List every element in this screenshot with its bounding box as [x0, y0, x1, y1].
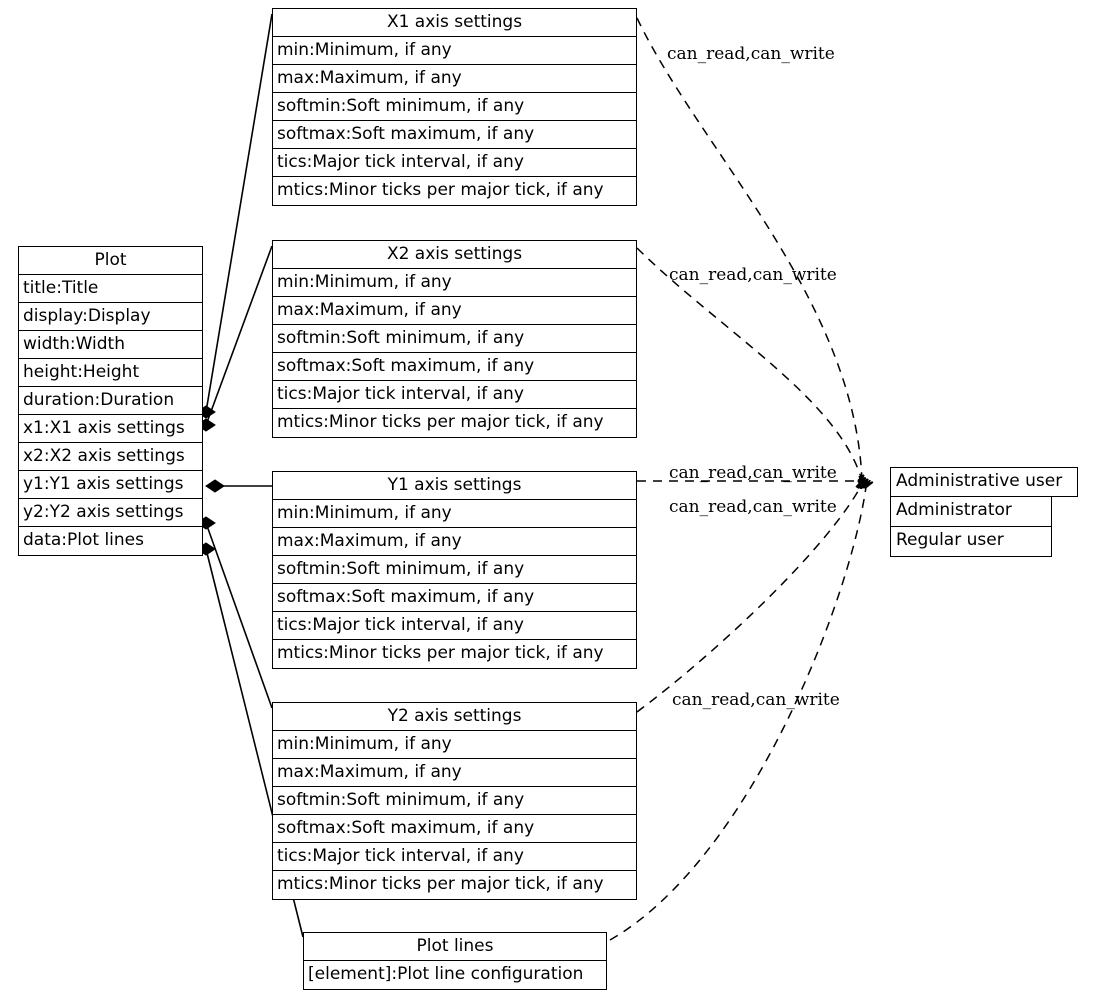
edge-y2-admin — [636, 484, 862, 713]
class-attribute: softmin:Soft minimum, if any — [273, 556, 636, 584]
class-attribute: softmax:Soft maximum, if any — [273, 815, 636, 843]
class-attribute: softmax:Soft maximum, if any — [273, 584, 636, 612]
class-box-plot-lines[interactable]: Plot lines [element]:Plot line configura… — [303, 932, 607, 990]
class-attribute: softmin:Soft minimum, if any — [273, 325, 636, 353]
class-attribute: softmax:Soft maximum, if any — [273, 353, 636, 381]
class-attribute: softmin:Soft minimum, if any — [273, 93, 636, 121]
class-attribute: data:Plot lines — [23, 530, 145, 550]
class-attribute: tics:Major tick interval, if any — [273, 381, 636, 409]
class-attribute: height:Height — [19, 359, 202, 387]
class-attribute: title:Title — [19, 275, 202, 303]
class-attribute: tics:Major tick interval, if any — [273, 149, 636, 177]
edge-label-x2-permissions: can_read,can_write — [669, 265, 837, 285]
class-attribute: tics:Major tick interval, if any — [273, 843, 636, 871]
class-attribute: mtics:Minor ticks per major tick, if any — [277, 412, 604, 432]
class-attribute: x1:X1 axis settings — [19, 415, 202, 443]
edge-plot-x1 — [205, 13, 273, 413]
class-box-plot[interactable]: Plot title:Title display:Display width:W… — [18, 246, 203, 556]
edge-plot-y2 — [205, 522, 273, 709]
class-title-x1: X1 axis settings — [273, 9, 636, 37]
edge-label-y1-permissions: can_read,can_write — [669, 463, 837, 483]
class-title-y2: Y2 axis settings — [273, 703, 636, 731]
class-attribute: x2:X2 axis settings — [19, 443, 202, 471]
class-attribute: min:Minimum, if any — [273, 37, 636, 65]
class-attribute: y2:Y2 axis settings — [19, 499, 202, 527]
class-attribute: mtics:Minor ticks per major tick, if any — [277, 643, 604, 663]
diamond-y1 — [205, 479, 225, 493]
edge-plotlines-admin — [609, 487, 866, 941]
class-attribute: [element]:Plot line configuration — [308, 964, 584, 984]
class-attribute: y1:Y1 axis settings — [19, 471, 202, 499]
class-box-y1-axis-settings[interactable]: Y1 axis settings min:Minimum, if any max… — [272, 471, 637, 669]
class-title-plot-lines: Plot lines — [304, 933, 606, 961]
edge-x1-admin — [636, 17, 862, 481]
class-attribute: max:Maximum, if any — [273, 759, 636, 787]
class-box-x2-axis-settings[interactable]: X2 axis settings min:Minimum, if any max… — [272, 240, 637, 438]
edge-label-y2-permissions: can_read,can_write — [669, 497, 837, 517]
class-box-x1-axis-settings[interactable]: X1 axis settings min:Minimum, if any max… — [272, 8, 637, 206]
class-attribute: max:Maximum, if any — [273, 65, 636, 93]
class-attribute: min:Minimum, if any — [273, 731, 636, 759]
class-box-y2-axis-settings[interactable]: Y2 axis settings min:Minimum, if any max… — [272, 702, 637, 900]
class-row-regular-user: Regular user — [890, 527, 1052, 557]
edge-label-plotlines-permissions: can_read,can_write — [672, 690, 840, 710]
class-attribute: min:Minimum, if any — [273, 500, 636, 528]
class-attribute: softmax:Soft maximum, if any — [273, 121, 636, 149]
class-attribute: duration:Duration — [19, 387, 202, 415]
class-title-administrative-user: Administrative user — [890, 467, 1078, 497]
class-attribute: softmin:Soft minimum, if any — [273, 787, 636, 815]
class-attribute: mtics:Minor ticks per major tick, if any — [277, 180, 604, 200]
class-attribute: display:Display — [19, 303, 202, 331]
class-title-plot: Plot — [19, 247, 202, 275]
class-title-y1: Y1 axis settings — [273, 472, 636, 500]
class-title-x2: X2 axis settings — [273, 241, 636, 269]
class-attribute: width:Width — [19, 331, 202, 359]
class-attribute: max:Maximum, if any — [273, 528, 636, 556]
class-attribute: tics:Major tick interval, if any — [273, 612, 636, 640]
class-attribute: mtics:Minor ticks per major tick, if any — [277, 874, 604, 894]
edge-label-x1-permissions: can_read,can_write — [667, 44, 835, 64]
class-attribute: min:Minimum, if any — [273, 269, 636, 297]
class-row-administrator: Administrator — [890, 497, 1052, 527]
edge-plot-x2 — [205, 245, 273, 426]
class-attribute: max:Maximum, if any — [273, 297, 636, 325]
